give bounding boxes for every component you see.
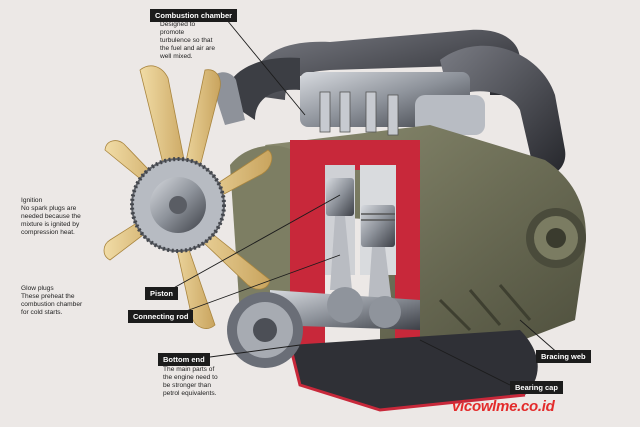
connecting-rod	[330, 216, 352, 290]
leader-bearing-cap	[419, 339, 511, 386]
cooling-fan	[103, 65, 273, 329]
leader-piston	[169, 194, 341, 291]
bottom-end-description: The main parts of the engine need to be …	[163, 366, 218, 397]
label-bottom-end: Bottom end	[158, 353, 210, 366]
label-bracing-web: Bracing web	[536, 350, 591, 363]
label-piston: Piston	[145, 287, 178, 300]
leader-lines	[169, 13, 561, 386]
combustion-chamber-description: Designed to promote turbulence so that t…	[160, 21, 215, 60]
engine-body	[211, 29, 586, 412]
glow-plugs-description: Glow plugs These preheat the combustion …	[21, 285, 83, 316]
leader-bracing-web	[519, 319, 561, 356]
exhaust-pipe	[440, 45, 566, 177]
watermark: vicowlme.co.id	[452, 398, 555, 415]
leader-combustion-chamber	[221, 13, 306, 116]
piston-2	[361, 205, 395, 247]
leader-bottom-end	[209, 344, 301, 358]
label-combustion-chamber: Combustion chamber	[150, 9, 238, 22]
ignition-title: Ignition	[21, 197, 43, 204]
ignition-description: Ignition No spark plugs are needed becau…	[21, 197, 81, 236]
oil-sump	[290, 330, 538, 410]
label-bearing-cap: Bearing cap	[510, 381, 563, 394]
leader-connecting-rod	[177, 254, 341, 315]
piston-1	[326, 178, 354, 216]
intake-pipe	[250, 29, 520, 100]
glow-plugs-title: Glow plugs	[21, 285, 54, 292]
label-connecting-rod: Connecting rod	[128, 310, 194, 323]
